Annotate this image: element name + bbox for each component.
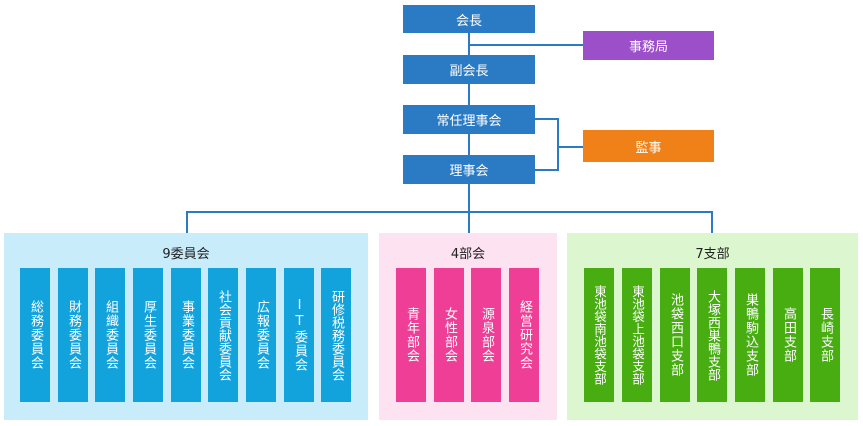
vice-chairman-label: 副会長 — [449, 64, 489, 79]
division-item: 経営研究会 — [509, 268, 539, 402]
board-box: 理事会 — [403, 155, 535, 184]
connector-auditor-vertical — [557, 118, 559, 171]
secretariat-label: 事務局 — [628, 40, 668, 55]
divisions-title: 4部会 — [450, 247, 486, 262]
division-item: 女性部会 — [434, 268, 464, 402]
division-item: 青年部会 — [396, 268, 426, 402]
committee-item: 社会貢献委員会 — [208, 268, 238, 402]
auditor-label: 監事 — [635, 140, 662, 156]
committee-item: 組織委員会 — [95, 268, 125, 402]
connector-branches — [711, 211, 713, 233]
chairman-box: 会長 — [403, 5, 535, 33]
branch-item: 東池袋上池袋支部 — [622, 268, 652, 402]
standing-board-label: 常任理事会 — [436, 114, 502, 129]
chairman-label: 会長 — [455, 13, 482, 29]
committees-title: 9委員会 — [162, 247, 210, 262]
connector-board-right — [535, 169, 559, 171]
division-item: 源泉部会 — [471, 268, 501, 402]
committee-item: IT委員会 — [284, 268, 314, 402]
branches-title: 7支部 — [695, 247, 730, 262]
standing-board-box: 常任理事会 — [403, 105, 535, 134]
branch-item: 東池袋南池袋支部 — [584, 268, 614, 402]
committee-item: 広報委員会 — [246, 268, 276, 402]
connector-divisions — [468, 211, 470, 233]
committee-item: 厚生委員会 — [133, 268, 163, 402]
committee-item: 財務委員会 — [58, 268, 88, 402]
committee-item: 事業委員会 — [171, 268, 201, 402]
branch-item: 高田支部 — [773, 268, 803, 402]
connector-auditor — [557, 146, 583, 148]
connector-secretariat — [469, 44, 583, 46]
auditor-box: 監事 — [583, 130, 714, 162]
vice-chairman-box: 副会長 — [403, 55, 535, 84]
connector-committees — [186, 211, 188, 233]
connector-standing-right — [535, 118, 559, 120]
secretariat-box: 事務局 — [583, 31, 714, 60]
branch-item: 長崎支部 — [810, 268, 840, 402]
branch-item: 大塚西巣鴨支部 — [697, 268, 727, 402]
branch-item: 池袋西口支部 — [660, 268, 690, 402]
committee-item: 研修税務委員会 — [321, 268, 351, 402]
committee-item: 総務委員会 — [20, 268, 50, 402]
branch-item: 巣鴨駒込支部 — [735, 268, 765, 402]
board-label: 理事会 — [449, 164, 489, 179]
connector-horizontal-bus — [186, 211, 713, 213]
